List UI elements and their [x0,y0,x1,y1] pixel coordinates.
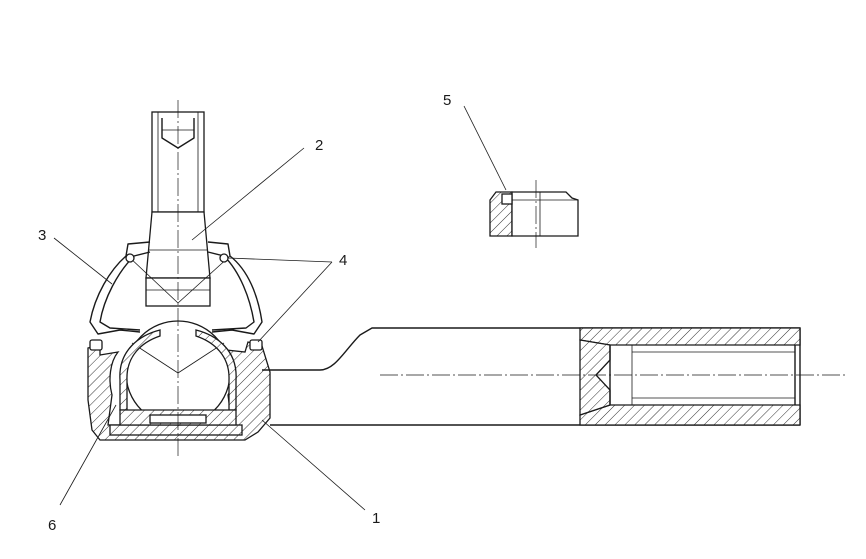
bottom-plate [109,424,243,436]
callout-5: 5 [443,92,451,109]
retaining-ring-top-right [219,253,229,263]
callout-4: 4 [339,252,347,269]
housing-body [87,327,801,441]
liner-right [195,329,237,411]
leader-2 [191,147,305,241]
retaining-ring-top-left [125,253,135,263]
callout-3: 3 [38,227,46,244]
leader-5 [463,105,507,191]
boot-left-inner [99,251,151,331]
boot-right [207,241,263,335]
callout-6: 6 [48,517,56,534]
dust-boot [89,241,263,351]
cone-lower [595,374,611,391]
callout-1: 1 [372,510,380,527]
bore-end [579,339,611,416]
boot-guide-left [127,255,179,304]
callout-2: 2 [315,137,323,154]
boot-guide-right [177,255,231,304]
cone-upper [595,359,611,376]
boot-right-inner [207,251,255,331]
liner-left [119,329,161,411]
tube-wall-top [579,327,801,346]
leader-6 [59,404,117,506]
leader-4a [227,257,333,263]
leader-1 [261,419,366,511]
boot-left [89,241,151,335]
retaining-ring-right [249,339,263,351]
leader-3 [53,237,113,285]
nut-body [511,191,579,237]
leader-4b [257,261,333,343]
tube-wall-bottom [579,404,801,426]
nut-insert [501,193,513,205]
nut [489,191,579,237]
retaining-ring-left [89,339,103,351]
